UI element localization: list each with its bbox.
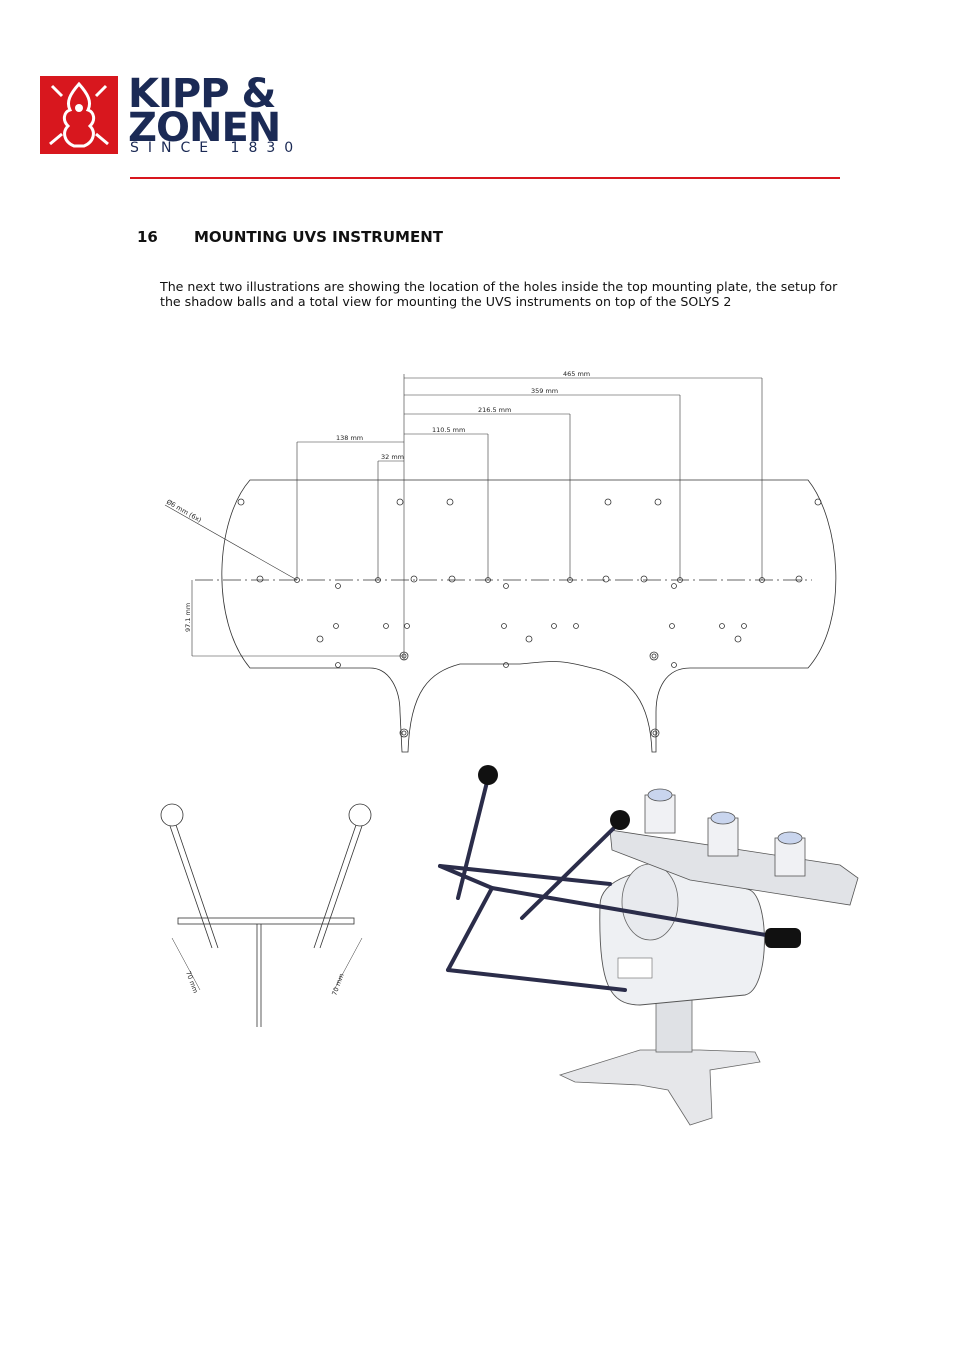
dim-216-5: 216.5 mm bbox=[478, 406, 511, 414]
ball-offset-left: 70 mm bbox=[184, 970, 199, 994]
logo-text-zonen: ZONEN bbox=[128, 105, 281, 151]
intro-paragraph: The next two illustrations are showing t… bbox=[160, 279, 838, 309]
logo-tagline: SINCE 1830 bbox=[130, 140, 303, 156]
kipp-zonen-logo-icon bbox=[40, 76, 118, 154]
dim-32: 32 mm bbox=[381, 453, 404, 461]
technical-drawings: 465 mm 359 mm 216.5 mm 110.5 mm 138 mm 3… bbox=[160, 370, 859, 1126]
header-divider bbox=[130, 177, 840, 179]
dim-359: 359 mm bbox=[531, 387, 558, 395]
section-number: 16 bbox=[137, 228, 158, 246]
dim-465: 465 mm bbox=[563, 370, 590, 378]
section-title: MOUNTING UVS INSTRUMENT bbox=[194, 228, 443, 246]
mounting-plate-drawing bbox=[164, 374, 837, 753]
dim-138: 138 mm bbox=[336, 434, 363, 442]
ball-offset-right: 70 mm bbox=[330, 972, 345, 996]
solys2-tracker-illustration bbox=[438, 765, 859, 1126]
shadow-ball-drawing bbox=[160, 803, 372, 1027]
dim-97-1: 97.1 mm bbox=[184, 603, 192, 632]
dim-hole-diameter: Ø6 mm (6x) bbox=[165, 498, 203, 524]
dim-110-5: 110.5 mm bbox=[432, 426, 465, 434]
logo-text-kipp: KIPP & bbox=[128, 71, 276, 117]
